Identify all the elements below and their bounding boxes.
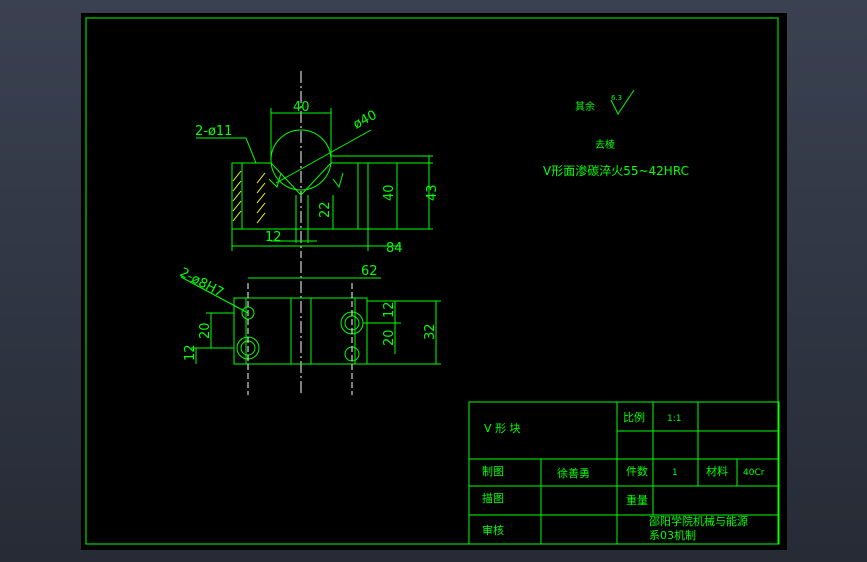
- material-value: 40Cr: [743, 468, 765, 478]
- plan-view[interactable]: [180, 261, 441, 395]
- note-hardening: V形面渗碳淬火55~42HRC: [543, 163, 689, 178]
- diameter-leader: [275, 129, 372, 184]
- dim-text-12: 12: [265, 230, 282, 245]
- note-deburr: 去棱: [595, 138, 615, 151]
- roughness-symbol: 6.3: [610, 89, 635, 115]
- weight-label: 重量: [626, 493, 648, 507]
- dim-text-12-left: 12: [183, 344, 198, 361]
- dim-text-62: 62: [361, 264, 378, 279]
- dim-text-32: 32: [423, 323, 438, 340]
- title-block-text: V 形 块 比例 1:1 制图 徐善勇 件数 1 材料 40Cr 描图 重量 审…: [482, 410, 765, 542]
- drawing-sheet[interactable]: 40 2-ø11 ø40 22 40 43 12 84: [81, 13, 787, 550]
- material-label: 材料: [706, 464, 728, 478]
- dim-text-20-right: 20: [382, 329, 397, 346]
- section-hatch: [232, 170, 266, 224]
- part-name: V 形 块: [484, 422, 521, 435]
- roughness-value: 6.3: [611, 94, 622, 102]
- title-block[interactable]: [468, 401, 780, 545]
- frame-border: [85, 17, 779, 545]
- review-label: 审核: [482, 523, 504, 537]
- dim-text-20-left: 20: [198, 322, 213, 339]
- dim-text-40: 40: [293, 100, 310, 115]
- roughness-mark: [332, 172, 344, 189]
- traced-label: 描图: [482, 491, 504, 505]
- roughness-mark: [268, 172, 282, 188]
- pin-hole-leader: [180, 276, 249, 314]
- drawn-by: 徐善勇: [557, 466, 590, 480]
- qty-value: 1: [672, 468, 678, 478]
- technical-notes: 其余 6.3 去棱 V形面渗碳淬火55~42HRC: [543, 89, 689, 178]
- front-view[interactable]: [196, 71, 433, 258]
- dim-text-22: 22: [318, 201, 333, 218]
- school-line1: 邵阳学院机械与能源: [649, 514, 748, 528]
- qty-label: 件数: [626, 465, 648, 478]
- paper-background: [81, 13, 787, 550]
- title-block-frame: [468, 401, 780, 545]
- school-line2: 系03机制: [649, 528, 696, 542]
- scale-value: 1:1: [667, 414, 681, 424]
- dim-text-2-d11: 2-ø11: [195, 124, 232, 139]
- dim-text-40-height: 40: [382, 184, 397, 201]
- holes-leader: [196, 137, 257, 164]
- scale-label: 比例: [623, 410, 645, 424]
- note-rest: 其余: [575, 100, 595, 113]
- drawn-label: 制图: [482, 465, 504, 478]
- plan-outline: [233, 297, 368, 365]
- v-block-body-outline: [231, 162, 369, 230]
- dim-text-12-right: 12: [382, 301, 397, 318]
- dim-text-43: 43: [425, 184, 440, 201]
- dim-text-84: 84: [386, 241, 403, 256]
